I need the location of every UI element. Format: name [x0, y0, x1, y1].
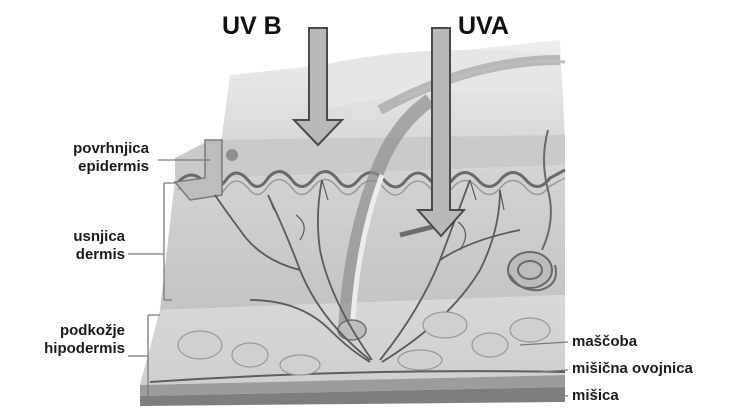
- uva-label: UVA: [458, 12, 509, 40]
- fat-label: maščoba: [572, 333, 637, 351]
- dermis-local-name: usnjica: [73, 228, 125, 246]
- hypodermis-latin-name: hipodermis: [44, 340, 125, 358]
- hypodermis-local-name: podkožje: [44, 322, 125, 340]
- uvb-label: UV B: [222, 12, 282, 40]
- dermis-latin-name: dermis: [73, 246, 125, 264]
- dermis-label: usnjica dermis: [73, 228, 125, 264]
- epidermis-label: povrhnjica epidermis: [73, 140, 149, 176]
- fascia-label: mišična ovojnica: [572, 360, 693, 378]
- hypodermis-label: podkožje hipodermis: [44, 322, 125, 358]
- muscle-label: mišica: [572, 387, 619, 405]
- epidermis-local-name: povrhnjica: [73, 140, 149, 158]
- epidermis-latin-name: epidermis: [73, 158, 149, 176]
